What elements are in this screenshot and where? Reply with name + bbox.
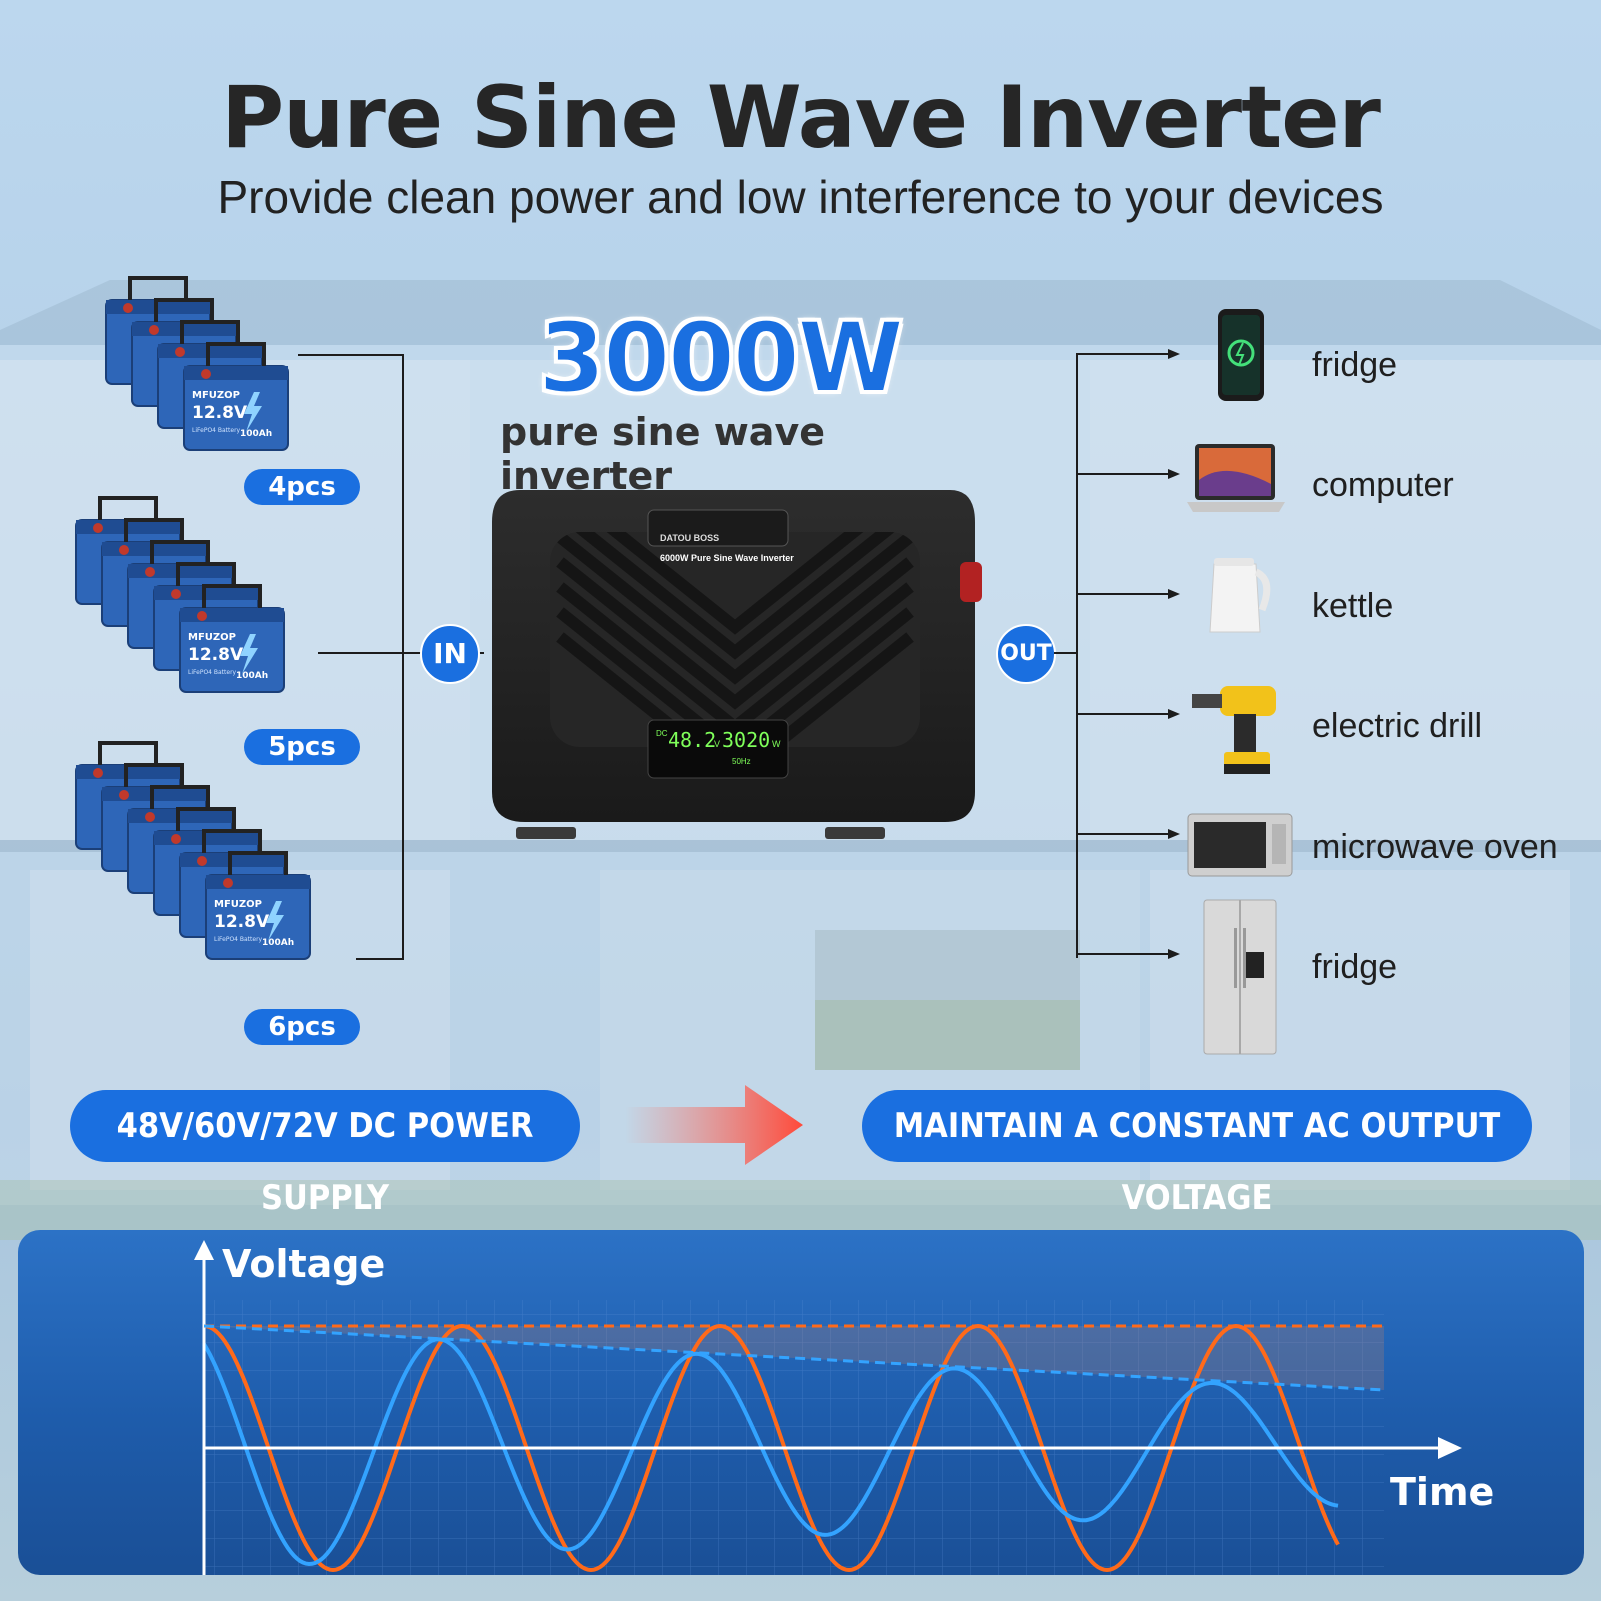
svg-text:LiFePO4 Battery: LiFePO4 Battery — [214, 936, 263, 943]
output-branch-5 — [1076, 829, 1180, 839]
output-wire-vertical — [1076, 354, 1078, 958]
x-axis-label: Time — [1390, 1470, 1495, 1514]
output-connector-badge: OUT — [996, 624, 1056, 684]
battery-qty-5: 5pcs — [244, 729, 360, 765]
display-input-voltage: 48.2 — [668, 728, 717, 752]
oven-icon — [1187, 813, 1293, 877]
svg-text:100Ah: 100Ah — [262, 938, 294, 948]
battery-qty-6: 6pcs — [244, 1009, 360, 1045]
output-branch-4 — [1076, 709, 1180, 719]
inverter-model: 6000W Pure Sine Wave Inverter — [660, 553, 794, 563]
svg-text:100Ah: 100Ah — [236, 671, 268, 681]
svg-text:12.8V: 12.8V — [192, 403, 248, 423]
page-title: Pure Sine Wave Inverter — [221, 68, 1381, 168]
input-wire-vertical — [402, 354, 404, 960]
output-branch-1 — [1076, 349, 1180, 359]
output-branch-3 — [1076, 589, 1180, 599]
inverter-brand: DATOU BOSS — [660, 533, 720, 543]
svg-text:LiFePO4 Battery: LiFePO4 Battery — [192, 427, 241, 434]
laptop-icon — [1187, 444, 1285, 512]
svg-text:12.8V: 12.8V — [214, 912, 270, 932]
output-wire-stub — [1054, 652, 1078, 654]
output-branch-6 — [1076, 949, 1180, 959]
decaying-voltage-line — [203, 1324, 1385, 1392]
output-branch-2 — [1076, 469, 1180, 479]
device-label-2: computer — [1312, 466, 1454, 504]
smartphone-icon — [1218, 309, 1264, 401]
device-label-5: microwave oven — [1312, 828, 1558, 866]
display-frequency: 50Hz — [732, 757, 751, 766]
battery-qty-4: 4pcs — [244, 469, 360, 505]
display-output-watts: 3020 — [722, 728, 771, 752]
direction-arrow-icon — [625, 1085, 803, 1165]
x-axis-arrow — [1438, 1437, 1462, 1459]
refrigerator-icon — [1203, 899, 1277, 1055]
kettle-icon — [1209, 558, 1271, 633]
dc-supply-banner: 48V/60V/72V DC POWER SUPPLY — [70, 1090, 580, 1218]
svg-text:MFUZOP: MFUZOP — [188, 632, 236, 643]
input-wire-top — [298, 354, 404, 356]
svg-text:12.8V: 12.8V — [188, 645, 244, 665]
svg-text:100Ah: 100Ah — [240, 429, 272, 439]
device-label-3: kettle — [1312, 587, 1394, 625]
inverter-unit — [492, 490, 982, 839]
inverter-display: DC 48.2 V 3020 W 50Hz — [652, 725, 784, 775]
output-branches — [1076, 349, 1180, 959]
svg-text:MFUZOP: MFUZOP — [214, 899, 262, 910]
input-wire-bottom — [356, 958, 404, 960]
waveform-plot — [194, 1240, 1462, 1575]
constant-sine-wave — [203, 1323, 1340, 1573]
display-output-unit: W — [772, 739, 781, 749]
svg-text:MFUZOP: MFUZOP — [192, 390, 240, 401]
waveform-panel: Voltage Time — [18, 1230, 1584, 1575]
svg-text:LiFePO4 Battery: LiFePO4 Battery — [188, 669, 237, 676]
input-connector-badge: IN — [420, 624, 480, 684]
drill-icon — [1192, 686, 1276, 774]
display-dc-tag: DC — [656, 729, 668, 738]
device-label-6: fridge — [1312, 948, 1398, 986]
device-label-1: fridge — [1312, 346, 1398, 384]
ac-output-banner: MAINTAIN A CONSTANT AC OUTPUT VOLTAGE — [862, 1090, 1532, 1218]
y-axis-arrow — [194, 1240, 214, 1260]
device-label-4: electric drill — [1312, 707, 1483, 745]
y-axis-label: Voltage — [222, 1242, 386, 1286]
power-rating: 3000W — [537, 301, 904, 415]
display-input-unit: V — [714, 739, 721, 749]
input-wire-mid — [318, 652, 484, 654]
page-subtitle: Provide clean power and low interference… — [217, 171, 1384, 223]
